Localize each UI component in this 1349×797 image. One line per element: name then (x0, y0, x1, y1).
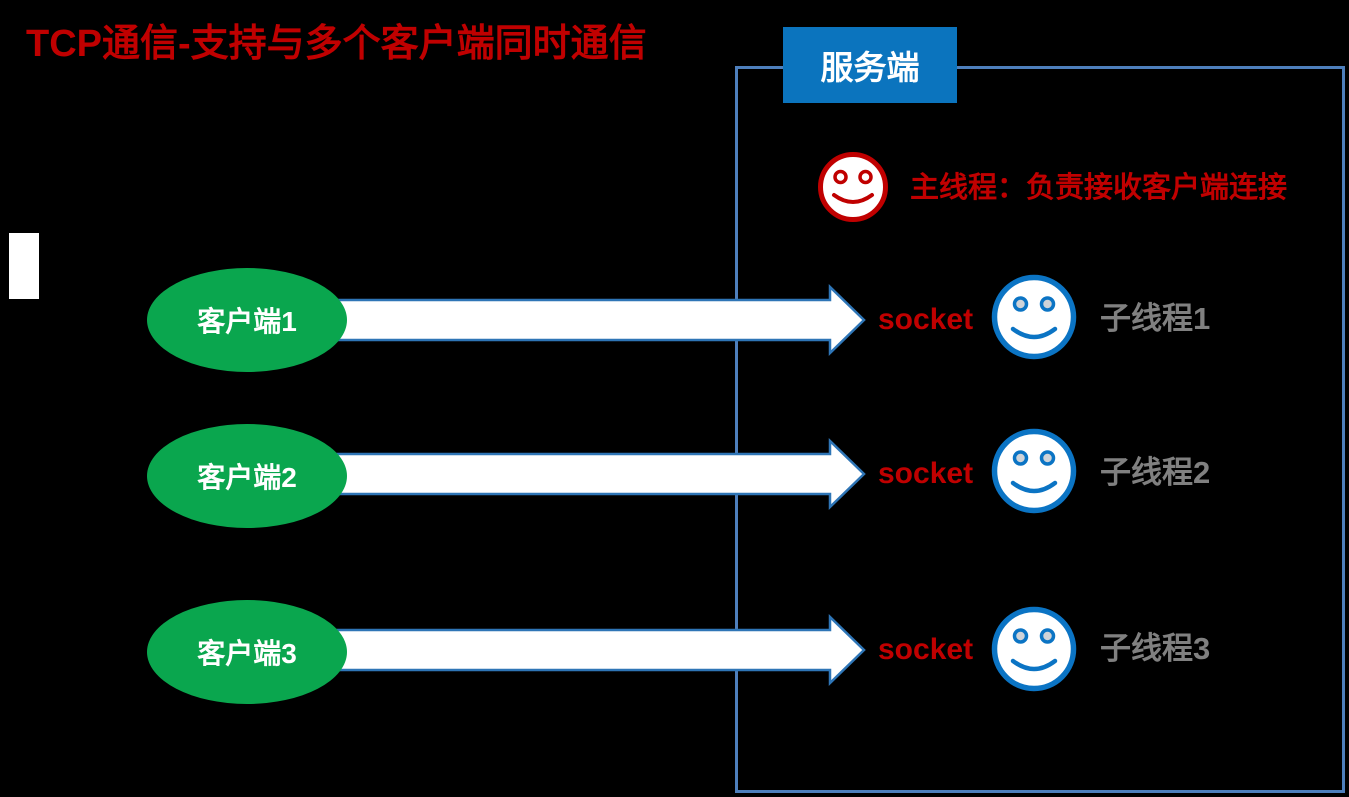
slide-title: TCP通信-支持与多个客户端同时通信 (26, 23, 647, 65)
smiley-face-blue-icon (991, 606, 1077, 692)
socket2-label: socket (878, 457, 974, 490)
thread3-label: 子线程3 (1100, 631, 1211, 666)
client3-label: 客户端3 (197, 638, 297, 669)
server-header-label: 服务端 (820, 49, 920, 86)
client1-label: 客户端1 (197, 306, 297, 337)
socket1-label: socket (878, 303, 974, 336)
socket3-label: socket (878, 633, 974, 666)
client3-ellipse: 客户端3 (147, 600, 347, 704)
client2-label: 客户端2 (197, 462, 297, 493)
thread2-label: 子线程2 (1100, 455, 1211, 490)
thread1-label: 子线程1 (1100, 301, 1211, 336)
smiley-face-blue-icon (991, 274, 1077, 360)
main-thread-label: 主线程：负责接收客户端连接 (910, 172, 1288, 204)
smiley-face-blue-icon (991, 428, 1077, 514)
client1-ellipse: 客户端1 (147, 268, 347, 372)
client2-ellipse: 客户端2 (147, 424, 347, 528)
left-white-rectangle (9, 233, 39, 299)
client3-to-server-arrow (268, 614, 866, 686)
client1-to-server-arrow (268, 284, 866, 356)
server-boundary-box (735, 66, 1345, 793)
client2-to-server-arrow (268, 438, 866, 510)
server-header: 服务端 (783, 27, 957, 103)
smiley-face-red-icon (818, 152, 888, 222)
